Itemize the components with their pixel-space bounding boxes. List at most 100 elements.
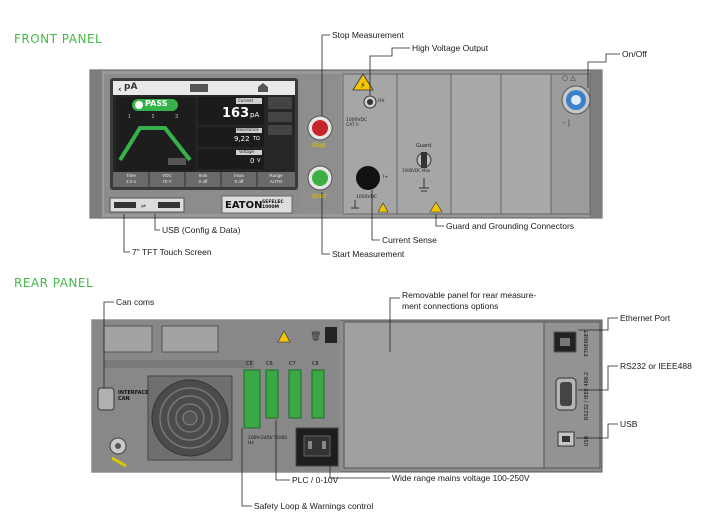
usb-symbol-icon: ⇌ bbox=[141, 203, 146, 210]
start-button-label: Start bbox=[312, 193, 327, 200]
power-on-symbol-icon: ○ △ bbox=[562, 74, 576, 82]
rear-cutout-1 bbox=[103, 325, 153, 353]
resistance-label: Resistance bbox=[237, 127, 259, 132]
rear-warning-icon bbox=[277, 330, 291, 343]
terminal-c5[interactable] bbox=[243, 369, 261, 429]
callout-usb-rear: USB bbox=[620, 419, 638, 429]
callout-current-sense: Current Sense bbox=[382, 235, 437, 245]
callout-safety-loop: Safety Loop & Warnings control bbox=[254, 501, 374, 511]
callout-removable-panel: Removable panel for rear measure- ment c… bbox=[402, 290, 537, 311]
screen-unit-title: pA bbox=[124, 82, 138, 92]
terminal-c8[interactable] bbox=[311, 369, 325, 419]
profile-zoom-button[interactable] bbox=[168, 158, 186, 165]
c6-label: C6 bbox=[266, 361, 273, 367]
chart-icon[interactable] bbox=[268, 97, 292, 109]
info-icon[interactable] bbox=[268, 112, 292, 122]
left-rack-ear bbox=[90, 70, 102, 218]
profile-points: 1 2 3 bbox=[128, 114, 178, 120]
callout-high-voltage-output: High Voltage Output bbox=[412, 43, 489, 53]
callout-plc: PLC / 0-10V bbox=[292, 475, 339, 485]
hv-module-warning-icon bbox=[377, 202, 389, 213]
usb-port-1[interactable] bbox=[114, 202, 136, 208]
pass-badge-icon bbox=[135, 101, 143, 109]
home-icon[interactable] bbox=[258, 83, 268, 92]
mains-rating-label: 100V-240V 50/60 Hz bbox=[248, 436, 288, 446]
guard-label: Guard bbox=[416, 143, 432, 149]
callout-can-coms: Can coms bbox=[116, 297, 155, 307]
blank-module-2 bbox=[500, 73, 552, 215]
voltage-label: Voltage bbox=[239, 149, 255, 154]
callout-on-off: On/Off bbox=[622, 49, 647, 59]
guard-terminal bbox=[421, 152, 427, 168]
power-off-symbol-icon: - | bbox=[563, 119, 570, 127]
guard-rating: 1000VDC Max bbox=[402, 168, 431, 173]
back-chevron-icon[interactable]: ‹ bbox=[118, 85, 122, 95]
settings-icon[interactable] bbox=[268, 125, 292, 135]
right-rack-ear bbox=[590, 70, 602, 218]
callout-stop-measurement: Stop Measurement bbox=[332, 30, 404, 40]
current-sense-connector[interactable] bbox=[356, 166, 380, 190]
hv-rating: 1000VDC CAT II bbox=[346, 118, 368, 128]
callout-usb-config: USB (Config & Data) bbox=[162, 225, 241, 235]
rear-panel-title: REAR PANEL bbox=[14, 276, 94, 290]
screen-bottom-bar bbox=[113, 172, 295, 187]
rs232-vertical-label: RS232 / IEEE 488-2 bbox=[584, 372, 590, 421]
terminal-c6[interactable] bbox=[265, 369, 279, 419]
callout-touch-screen: 7" TFT Touch Screen bbox=[132, 247, 212, 257]
callout-wide-range-mains: Wide range mains voltage 100-250V bbox=[392, 473, 530, 483]
button-column bbox=[300, 80, 340, 214]
current-unit: pA bbox=[250, 111, 260, 119]
hv-warning-icon bbox=[352, 73, 374, 91]
interface-can-label: INTERFACE CAN bbox=[118, 390, 149, 402]
pass-badge bbox=[132, 99, 178, 111]
resistance-unit: TΩ bbox=[253, 136, 260, 142]
removable-panel bbox=[343, 321, 545, 469]
start-button[interactable] bbox=[312, 170, 328, 186]
callout-start-measurement: Start Measurement bbox=[332, 249, 405, 259]
pass-badge-label: PASS bbox=[145, 99, 168, 108]
voltage-unit: V bbox=[257, 158, 261, 164]
current-input-label: I+ bbox=[383, 175, 389, 180]
callout-guard-grounding: Guard and Grounding Connectors bbox=[446, 221, 575, 231]
stop-button-label: Stop bbox=[312, 142, 326, 149]
resistance-label-tag bbox=[236, 128, 262, 133]
stop-button[interactable] bbox=[312, 120, 328, 136]
can-connector[interactable] bbox=[97, 387, 115, 411]
rear-warning-text bbox=[104, 360, 254, 368]
terminal-c7[interactable] bbox=[288, 369, 302, 419]
usb-port-2[interactable] bbox=[158, 202, 180, 208]
hv-label: HV bbox=[378, 99, 385, 104]
usb-slot-panel bbox=[109, 197, 185, 213]
profile-curve bbox=[118, 126, 192, 162]
profile-point-1: 1 bbox=[128, 114, 131, 120]
screen-header-badge bbox=[190, 84, 208, 92]
current-value: 163 bbox=[222, 106, 250, 121]
resistance-value: 9,22 bbox=[234, 135, 250, 143]
front-panel-title: FRONT PANEL bbox=[14, 32, 103, 46]
c8-label: C8 bbox=[312, 361, 319, 367]
fuse-holder[interactable] bbox=[325, 327, 337, 343]
weee-bin-icon: 🗑 bbox=[310, 331, 321, 342]
callout-rs232: RS232 or IEEE488 bbox=[620, 361, 692, 371]
eaton-logo: EATON bbox=[225, 200, 263, 211]
lightning-icon: ⚡ bbox=[360, 81, 366, 90]
profile-point-3: 3 bbox=[175, 114, 178, 120]
ground-strap bbox=[111, 456, 127, 468]
guard-warning-icon bbox=[429, 201, 443, 213]
usb-vertical-label: USB bbox=[584, 436, 590, 447]
current-label: Current bbox=[238, 98, 254, 103]
blank-module-1 bbox=[450, 73, 502, 215]
c5-label: C5 bbox=[246, 361, 253, 367]
voltage-label-tag bbox=[236, 150, 262, 155]
callout-ethernet-port: Ethernet Port bbox=[620, 313, 671, 323]
current-rating: 1000VDC bbox=[356, 195, 378, 200]
rear-cutout-2 bbox=[161, 325, 219, 353]
